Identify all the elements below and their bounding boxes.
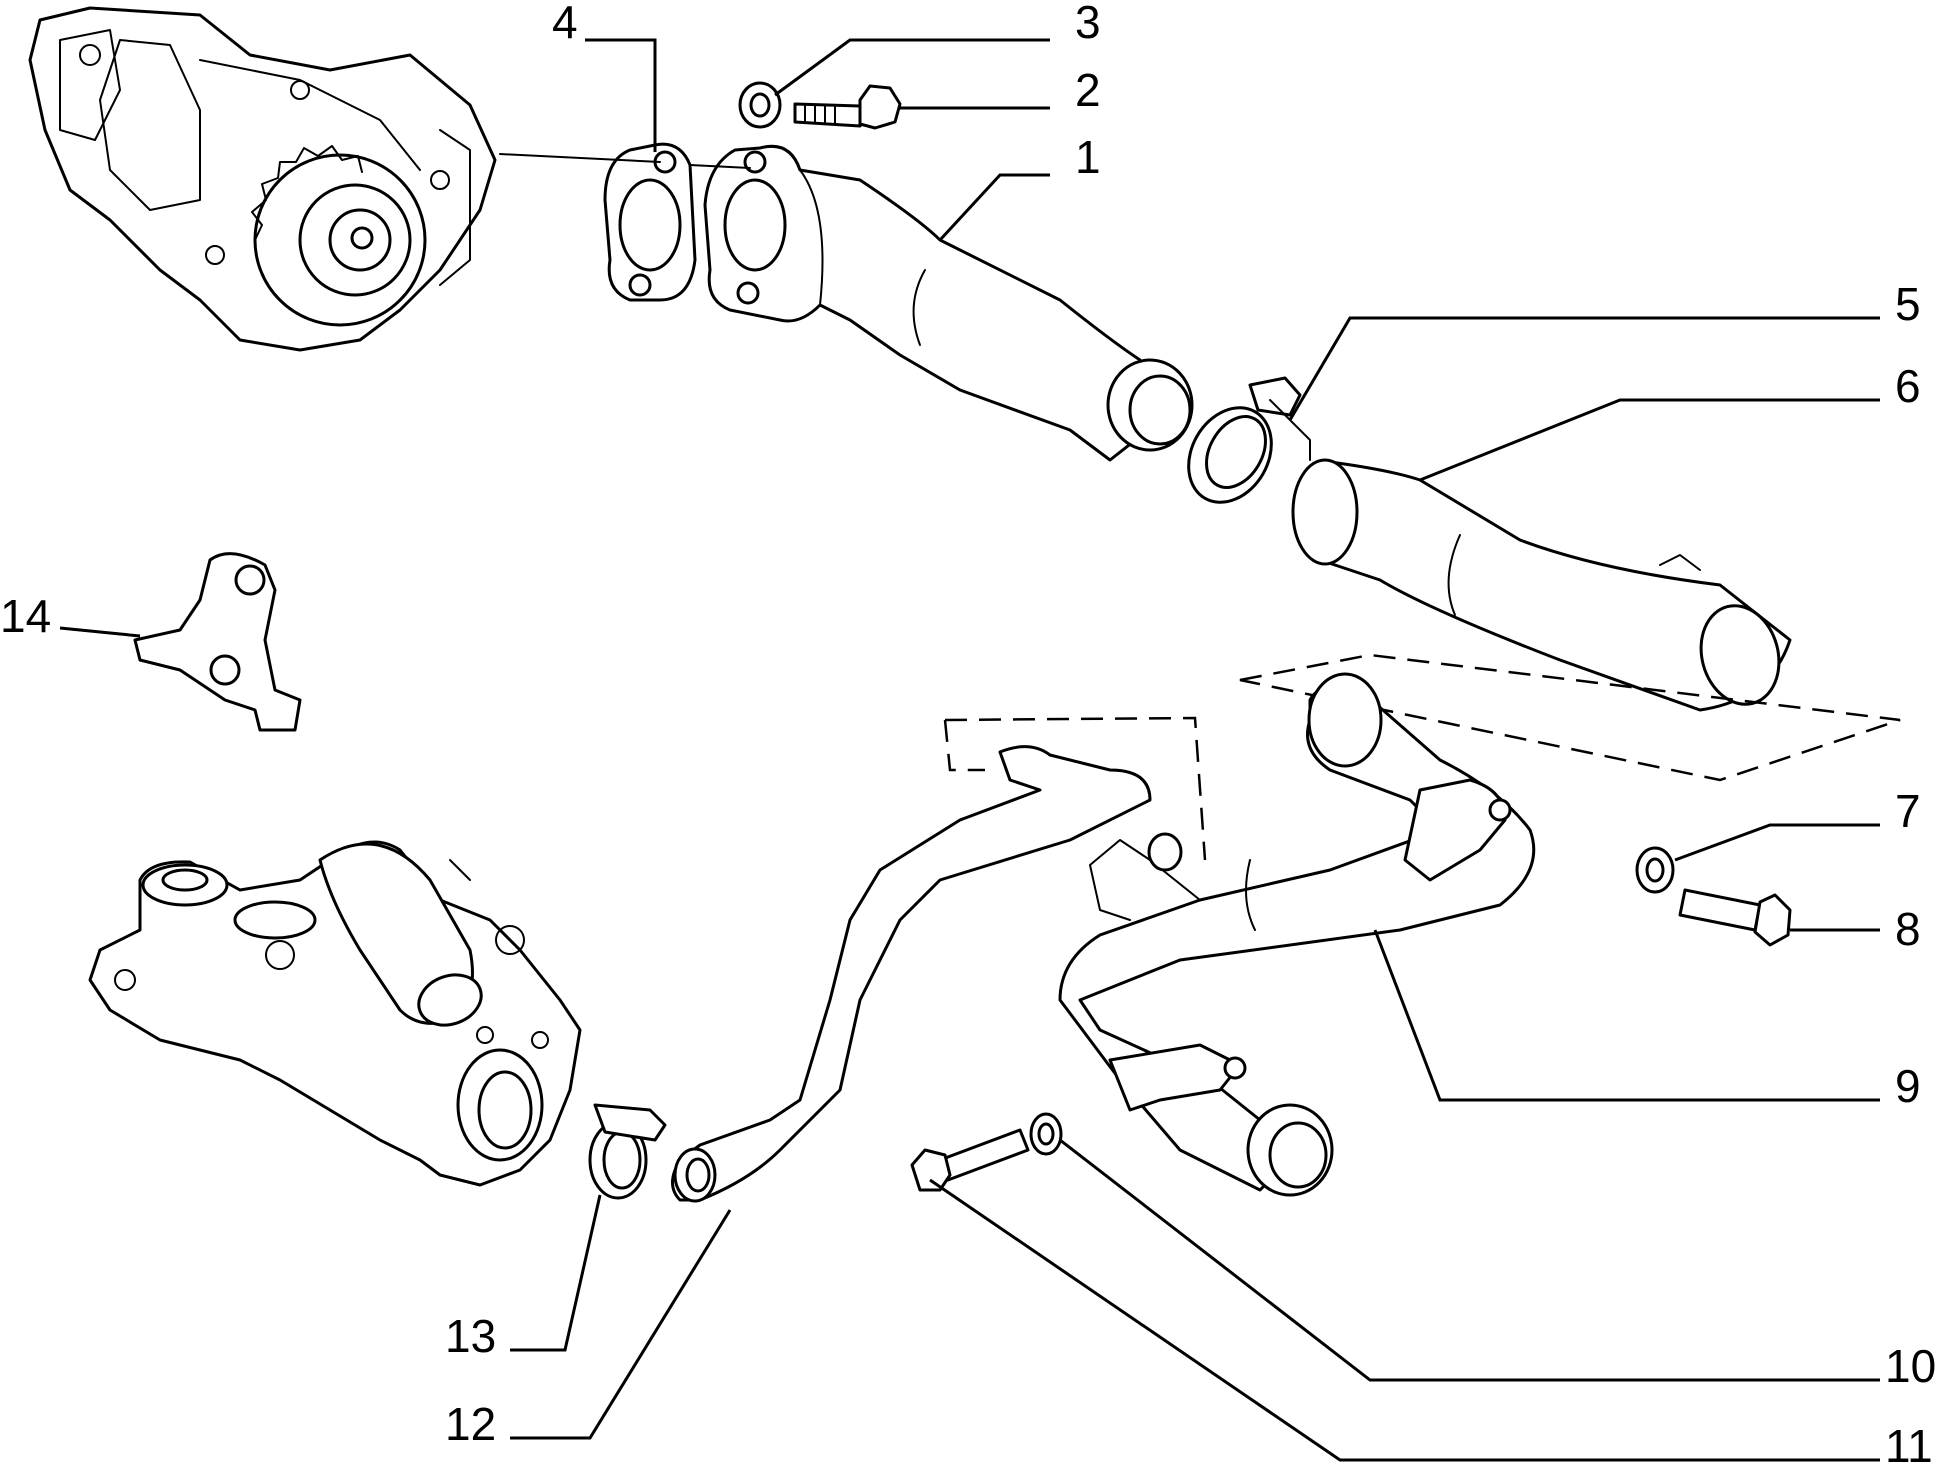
callout-5: 5 — [1895, 278, 1921, 330]
callout-12: 12 — [445, 1398, 496, 1450]
callout-8: 8 — [1895, 903, 1921, 955]
thermostat-housing — [88, 840, 582, 1187]
callout-1: 1 — [1075, 131, 1101, 183]
callout-13: 13 — [445, 1310, 496, 1362]
hose-clamp — [588, 1103, 667, 1200]
bolt — [910, 1128, 1030, 1192]
dashed-outline — [1239, 653, 1901, 782]
pipe-12 — [671, 745, 1152, 1203]
callout-10: 10 — [1885, 1340, 1936, 1392]
callout-2: 2 — [1075, 64, 1101, 116]
hose-clamp — [1187, 376, 1311, 504]
bolt — [793, 84, 902, 130]
callout-4: 4 — [552, 0, 578, 48]
alignment-line — [689, 164, 751, 169]
washer — [738, 81, 782, 129]
dashed-outline — [943, 719, 985, 772]
washer — [1029, 1112, 1063, 1156]
dashed-outline — [944, 716, 1207, 861]
callout-6: 6 — [1895, 360, 1921, 412]
alignment-line — [499, 153, 661, 163]
callout-9: 9 — [1895, 1060, 1921, 1112]
gasket — [603, 142, 697, 302]
bracket — [133, 552, 302, 732]
water-pump-assembly — [28, 6, 497, 352]
pipe-9 — [1058, 672, 1536, 1197]
pipe-1 — [703, 144, 1194, 462]
callout-7: 7 — [1895, 785, 1921, 837]
hose-6 — [1291, 458, 1792, 712]
bolt — [1678, 888, 1792, 947]
callout-3: 3 — [1075, 0, 1101, 48]
callout-11: 11 — [1885, 1420, 1933, 1464]
washer — [1635, 846, 1675, 894]
callout-14: 14 — [0, 590, 51, 642]
